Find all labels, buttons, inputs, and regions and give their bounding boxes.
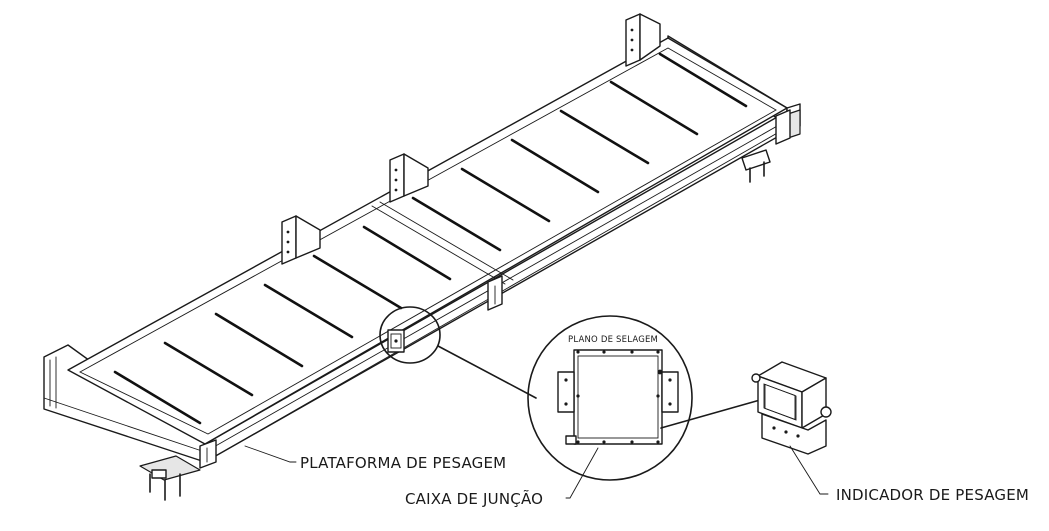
junction-box-callout-circle bbox=[379, 306, 441, 364]
deck-slots bbox=[113, 52, 748, 425]
platform-deck bbox=[67, 37, 788, 445]
junction-box-leader bbox=[565, 447, 599, 499]
platform-label: PLATAFORMA DE PESAGEM bbox=[300, 454, 506, 472]
platform-feet bbox=[139, 149, 771, 501]
junction-box-on-platform bbox=[387, 329, 405, 353]
junction-box-detail bbox=[573, 349, 663, 445]
front-brackets bbox=[487, 109, 791, 311]
junction-box-detail-circle bbox=[527, 315, 693, 481]
sealing-plane-label: PLANO DE SELAGEM bbox=[568, 335, 658, 345]
junction-box-label: CAIXA DE JUNÇÃO bbox=[405, 489, 543, 508]
indicator-label: INDICADOR DE PESAGEM bbox=[836, 486, 1029, 504]
platform-leader bbox=[244, 445, 297, 463]
back-posts bbox=[281, 13, 661, 265]
weighing-platform bbox=[43, 35, 801, 469]
indicator-leader bbox=[789, 445, 829, 495]
cable-to-indicator bbox=[660, 399, 761, 429]
leader-lines bbox=[244, 445, 829, 499]
magnifier bbox=[379, 306, 761, 481]
weighing-indicator bbox=[751, 361, 832, 455]
magnifier-connector-line bbox=[437, 345, 537, 399]
